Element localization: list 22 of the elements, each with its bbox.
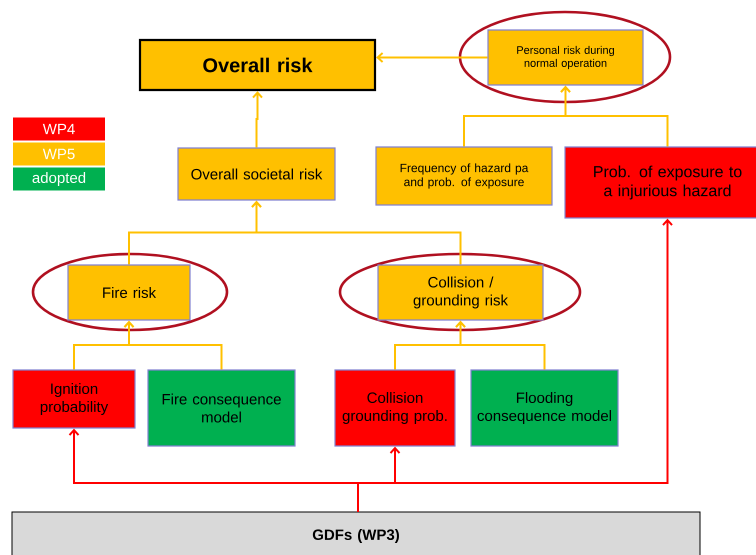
process-box: Frequency of hazard pa and prob. of exposure <box>375 146 553 206</box>
process-box: Personal risk during normal operation <box>487 29 644 86</box>
arrow <box>376 52 488 63</box>
result-box: Overall risk <box>138 38 376 92</box>
arrow <box>560 86 668 146</box>
arrow <box>252 91 263 148</box>
arrow <box>251 200 462 264</box>
process-box: Fire consequence model <box>147 369 296 447</box>
process-box: Overall societal risk <box>177 147 336 201</box>
source-bar: GDFs (WP3) <box>12 512 700 555</box>
arrow <box>357 218 673 512</box>
process-box: Fire risk <box>67 264 191 321</box>
process-box: Collision grounding prob. <box>334 369 456 447</box>
legend-item: adopted <box>13 168 105 190</box>
arrow <box>455 320 546 370</box>
legend-item: WP4 <box>13 118 105 140</box>
arrow <box>124 320 222 370</box>
legend-item: WP5 <box>13 142 105 166</box>
process-box: Ignition probability <box>12 369 136 429</box>
process-box: Prob. of exposure to a injurious hazard <box>564 146 756 219</box>
process-box: Flooding consequence model <box>470 369 619 447</box>
process-box: Collision / grounding risk <box>377 264 544 321</box>
